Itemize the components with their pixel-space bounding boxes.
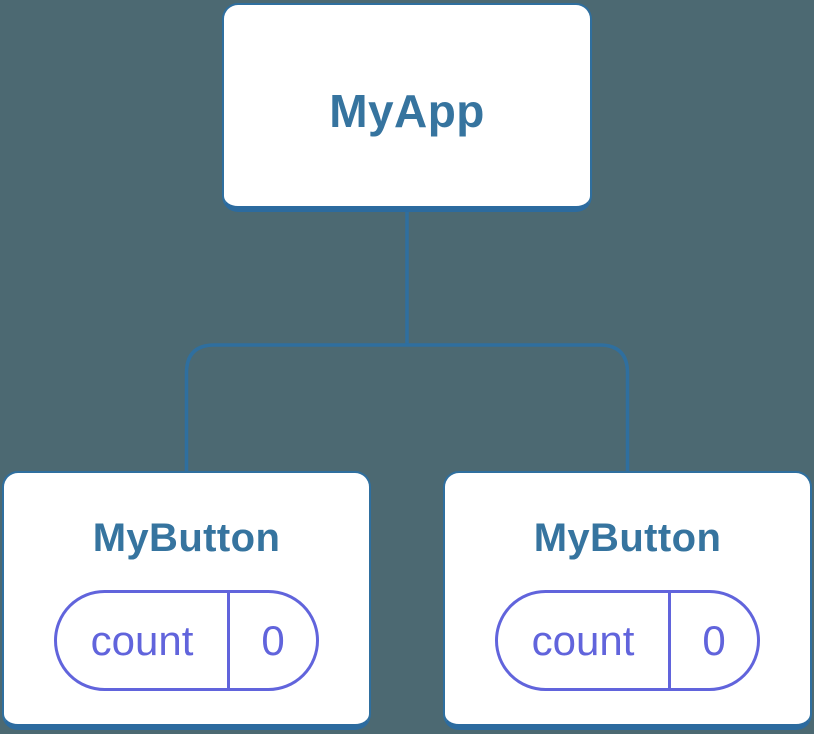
state-value-label: 0	[261, 616, 285, 664]
state-key-label: count	[90, 616, 194, 664]
state-key-cell: count	[498, 593, 671, 688]
state-pill: count 0	[495, 590, 760, 691]
branch-bracket-line	[184, 343, 630, 471]
child-component-node-right: MyButton count 0	[443, 471, 812, 730]
state-value-cell: 0	[230, 593, 316, 688]
child-component-label: MyButton	[533, 516, 722, 560]
state-pill: count 0	[54, 590, 319, 691]
state-value-label: 0	[702, 616, 726, 664]
state-key-cell: count	[57, 593, 230, 688]
child-component-label: MyButton	[92, 516, 281, 560]
state-value-cell: 0	[671, 593, 757, 688]
root-component-node: MyApp	[222, 3, 592, 212]
root-component-label: MyApp	[329, 84, 485, 137]
child-component-node-left: MyButton count 0	[2, 471, 371, 730]
state-key-label: count	[531, 616, 635, 664]
